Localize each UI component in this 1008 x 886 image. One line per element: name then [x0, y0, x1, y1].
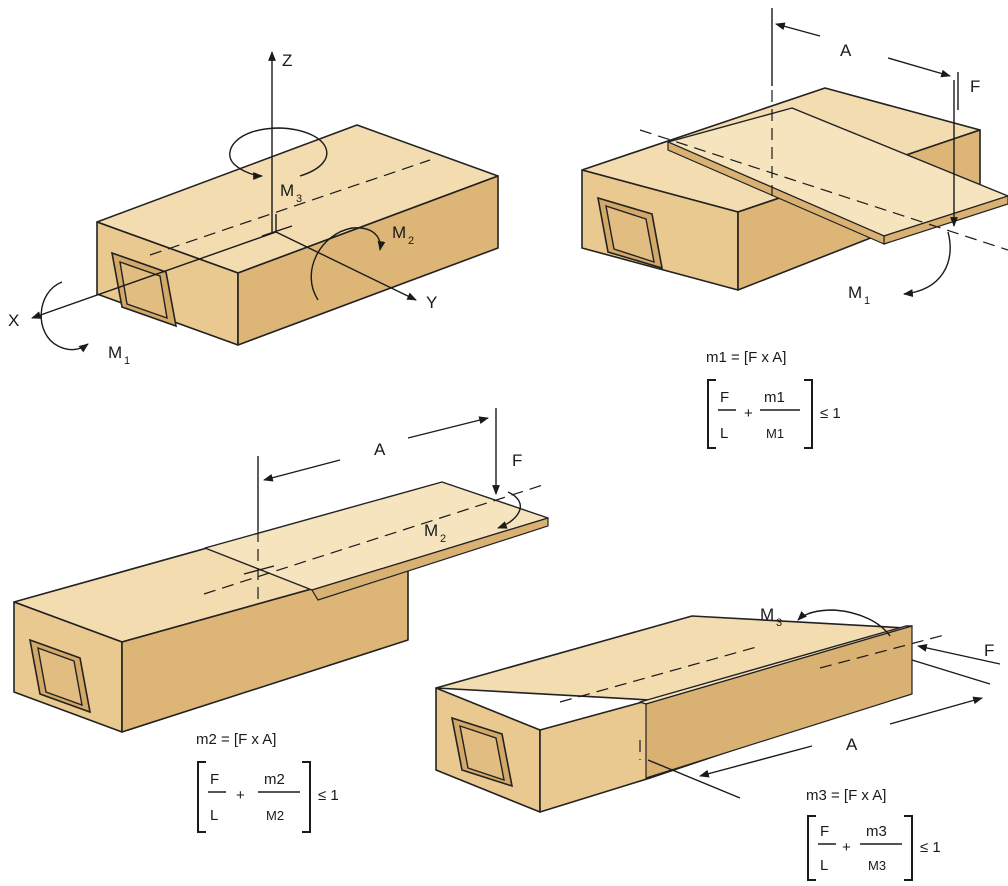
svg-text:F: F — [820, 823, 829, 840]
m2-rotation-arrow — [310, 227, 386, 301]
m3-formula: m3 = [F x A] F L + m3 M3 ≤ 1 — [806, 787, 941, 881]
m2-formula: m2 = [F x A] F L + m2 M2 ≤ 1 — [196, 731, 339, 833]
svg-text:m3: m3 — [866, 823, 887, 840]
m1-formula: m1 = [F x A] F L + m1 M1 ≤ 1 — [706, 349, 841, 449]
dimension-arrow — [699, 745, 813, 778]
m2-definition: m2 = [F x A] — [196, 731, 276, 748]
svg-text:3: 3 — [296, 193, 302, 205]
m1-label: M — [108, 343, 122, 362]
dimension-arrow — [263, 459, 341, 482]
svg-text:1: 1 — [124, 355, 130, 367]
svg-text:F: F — [210, 771, 219, 788]
m1-label: M — [848, 283, 862, 302]
force-label: F — [970, 77, 980, 96]
panel-m2-load: A F M 2 m2 = [F x A] F L + m2 M2 ≤ 1 — [13, 408, 549, 833]
y-axis-label: Y — [426, 293, 437, 312]
z-axis-label: Z — [282, 51, 292, 70]
svg-text:M3: M3 — [868, 858, 886, 873]
svg-text:≤ 1: ≤ 1 — [920, 839, 941, 856]
svg-text:≤ 1: ≤ 1 — [318, 787, 339, 804]
dimension-arrow — [407, 416, 489, 439]
block-side — [237, 175, 499, 346]
svg-text:L: L — [720, 425, 728, 442]
y-axis-arrow — [275, 231, 417, 301]
panel-axes-moments: Z X Y M 3 M 2 M 1 — [8, 51, 499, 367]
x-axis-arrow — [31, 231, 277, 319]
m1-definition: m1 = [F x A] — [706, 349, 786, 366]
svg-text:+: + — [236, 787, 245, 804]
m3-definition: m3 = [F x A] — [806, 787, 886, 804]
dimension-arrow — [775, 22, 821, 37]
force-label: F — [512, 451, 522, 470]
svg-text:m2: m2 — [264, 771, 285, 788]
svg-text:1: 1 — [864, 295, 870, 307]
force-arrow — [917, 644, 1001, 665]
dimension-a-label: A — [840, 41, 852, 60]
svg-text:+: + — [842, 839, 851, 856]
svg-text:2: 2 — [440, 533, 446, 545]
svg-text:M2: M2 — [266, 808, 284, 823]
svg-text:L: L — [820, 857, 828, 874]
svg-text:2: 2 — [408, 235, 414, 247]
force-label: F — [984, 641, 994, 660]
svg-text:≤ 1: ≤ 1 — [820, 405, 841, 422]
m3-label: M — [760, 605, 774, 624]
x-axis-label: X — [8, 311, 19, 330]
m1-rotation-arrow — [40, 281, 89, 353]
dimension-arrow — [887, 57, 951, 78]
svg-text:3: 3 — [776, 617, 782, 629]
svg-text:+: + — [744, 405, 753, 422]
dimension-a-label: A — [846, 735, 858, 754]
m3-rotation-arrow — [229, 127, 328, 180]
svg-text:L: L — [210, 807, 218, 824]
m2-rotation-arrow — [497, 491, 521, 529]
m3-label: M — [280, 181, 294, 200]
dimension-a-label: A — [374, 440, 386, 459]
panel-m3-load: M 3 F A m3 = [F x A] F L + m3 M3 ≤ 1 — [435, 605, 1001, 881]
svg-text:F: F — [720, 389, 729, 406]
svg-text:M1: M1 — [766, 426, 784, 441]
svg-text:m1: m1 — [764, 389, 785, 406]
m3-rotation-arrow — [797, 609, 891, 637]
m1-rotation-arrow — [903, 231, 951, 297]
dimension-arrow — [889, 696, 983, 725]
m2-label: M — [424, 521, 438, 540]
m2-label: M — [392, 223, 406, 242]
panel-m1-load: A F M 1 m1 = [F x A] F L + m1 M1 ≤ 1 — [581, 8, 1008, 449]
